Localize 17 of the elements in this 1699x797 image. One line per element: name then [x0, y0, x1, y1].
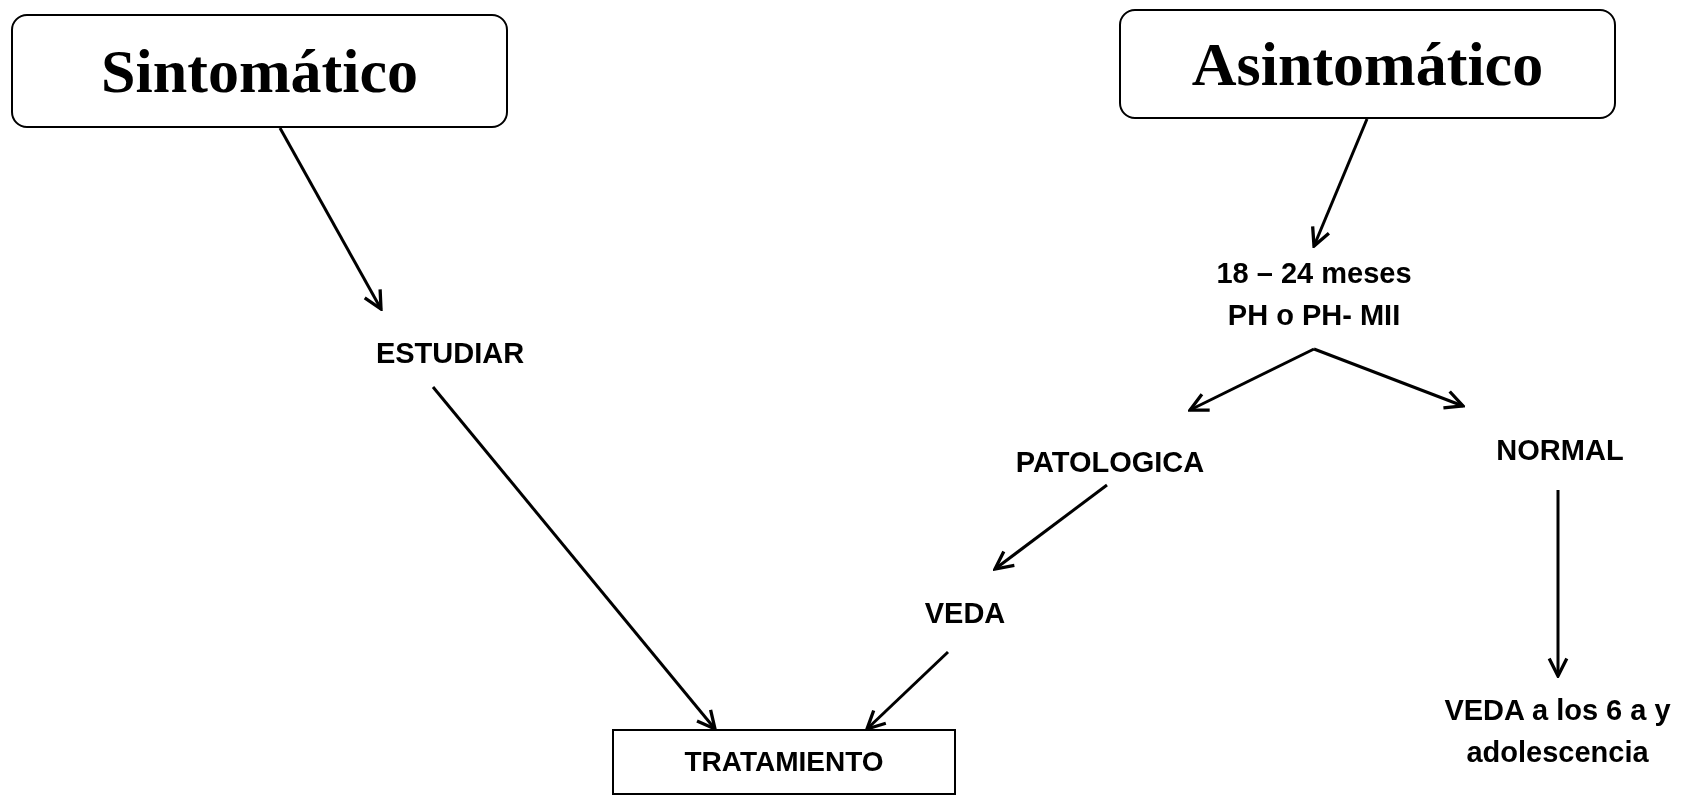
arrow [1547, 490, 1569, 678]
node-label: ESTUDIAR [340, 332, 560, 374]
node-label: 18 – 24 meses PH o PH- MII [1194, 246, 1434, 342]
arrow [993, 483, 1108, 571]
node-label: NORMAL [1460, 428, 1660, 472]
process-box: TRATAMIENTO [612, 729, 956, 795]
title-box: Asintomático [1119, 9, 1616, 119]
title-box: Sintomático [11, 14, 508, 128]
arrow [1188, 347, 1315, 412]
arrow [431, 386, 717, 731]
arrow [1311, 118, 1369, 248]
arrow [278, 127, 383, 311]
node-label: PATOLOGICA [990, 440, 1230, 484]
node-label: VEDA a los 6 a y adolescencia [1430, 676, 1685, 786]
arrow [1313, 347, 1465, 410]
node-label: VEDA [900, 592, 1030, 634]
arrow [865, 650, 950, 731]
